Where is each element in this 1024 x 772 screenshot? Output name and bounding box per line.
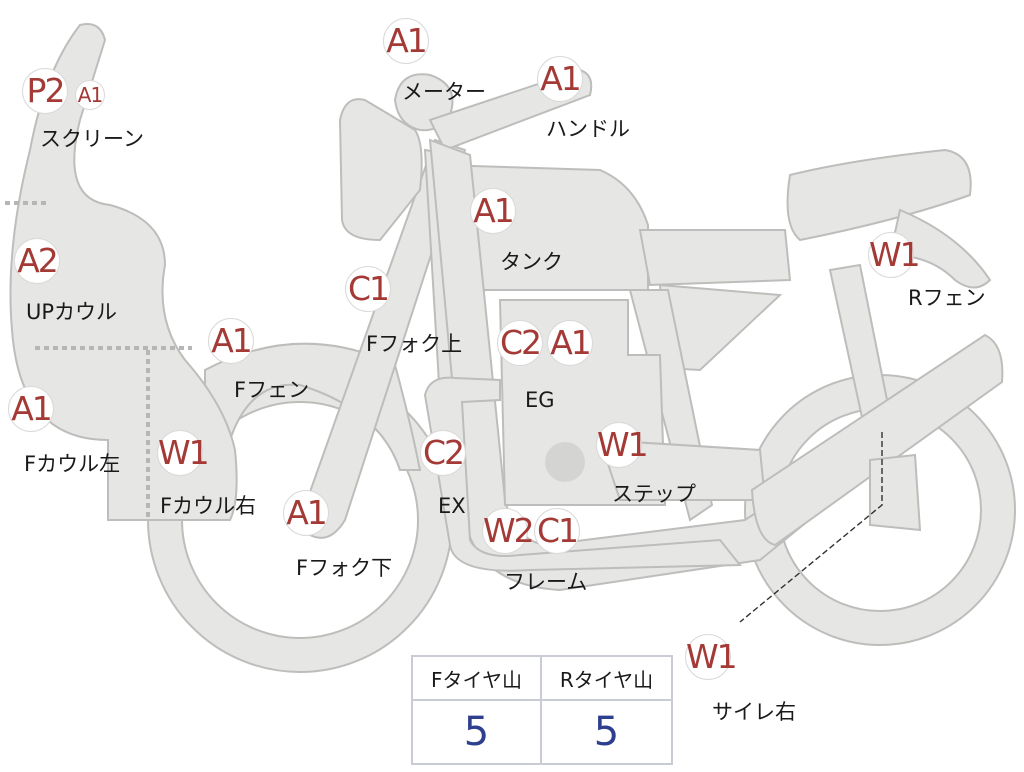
badge-frame-w2: W2 (482, 508, 535, 554)
badge-eg-a1: A1 (547, 320, 593, 366)
label-ffork-lower: Fフォク下 (296, 556, 393, 580)
badge-ffork-lower: A1 (283, 490, 329, 536)
label-tank: タンク (500, 250, 563, 274)
rear-tire-header: Rタイヤ山 (542, 657, 671, 701)
label-step: ステップ (612, 482, 696, 506)
label-screen: スクリーン (40, 127, 144, 151)
badge-fcowl-right: W1 (157, 430, 210, 476)
label-rfender: Rフェン (908, 286, 986, 310)
badge-rfender: W1 (868, 232, 921, 278)
front-tire-value: 5 (413, 701, 542, 763)
exhaust-pipe (423, 376, 743, 572)
label-handle: ハンドル (546, 117, 630, 141)
tire-tread-table: Fタイヤ山 Rタイヤ山 5 5 (411, 655, 673, 765)
label-meter: メーター (402, 80, 486, 104)
label-ex: EX (438, 494, 466, 518)
badge-upcowl: A2 (14, 238, 60, 284)
badge-frame-c1: C1 (534, 508, 580, 554)
label-upcowl: UPカウル (26, 300, 118, 324)
badge-silencer-right: W1 (685, 634, 738, 680)
label-ffender: Fフェン (234, 378, 310, 402)
rear-fender (888, 208, 992, 289)
badge-handle: A1 (537, 56, 583, 102)
badge-screen-a1: A1 (75, 80, 105, 110)
label-fcowl-left: Fカウル左 (24, 452, 121, 476)
cowling (9, 23, 238, 521)
rear-axle-block (869, 453, 922, 532)
headlight (338, 98, 423, 242)
badge-ffork-upper: C1 (345, 266, 391, 312)
front-tire-header: Fタイヤ山 (413, 657, 542, 701)
badge-ffender: A1 (208, 318, 254, 364)
label-silencer-right: サイレ右 (712, 700, 796, 724)
badge-ex: C2 (420, 430, 466, 476)
rear-tire-value: 5 (593, 709, 620, 755)
badge-meter: A1 (383, 18, 429, 64)
seat-rear (786, 148, 972, 242)
label-ffork-upper: Fフォク上 (366, 332, 463, 356)
badge-screen-p2: P2 (22, 68, 68, 114)
label-eg: EG (525, 388, 555, 412)
silencer-leader-line (739, 432, 883, 623)
badge-tank: A1 (470, 188, 516, 234)
label-frame: フレーム (504, 570, 588, 594)
seat-front (638, 229, 792, 287)
badge-eg-c2: C2 (497, 320, 543, 366)
badge-step: W1 (596, 422, 649, 468)
label-fcowl-right: Fカウル右 (160, 494, 257, 518)
badge-fcowl-left: A1 (8, 386, 54, 432)
